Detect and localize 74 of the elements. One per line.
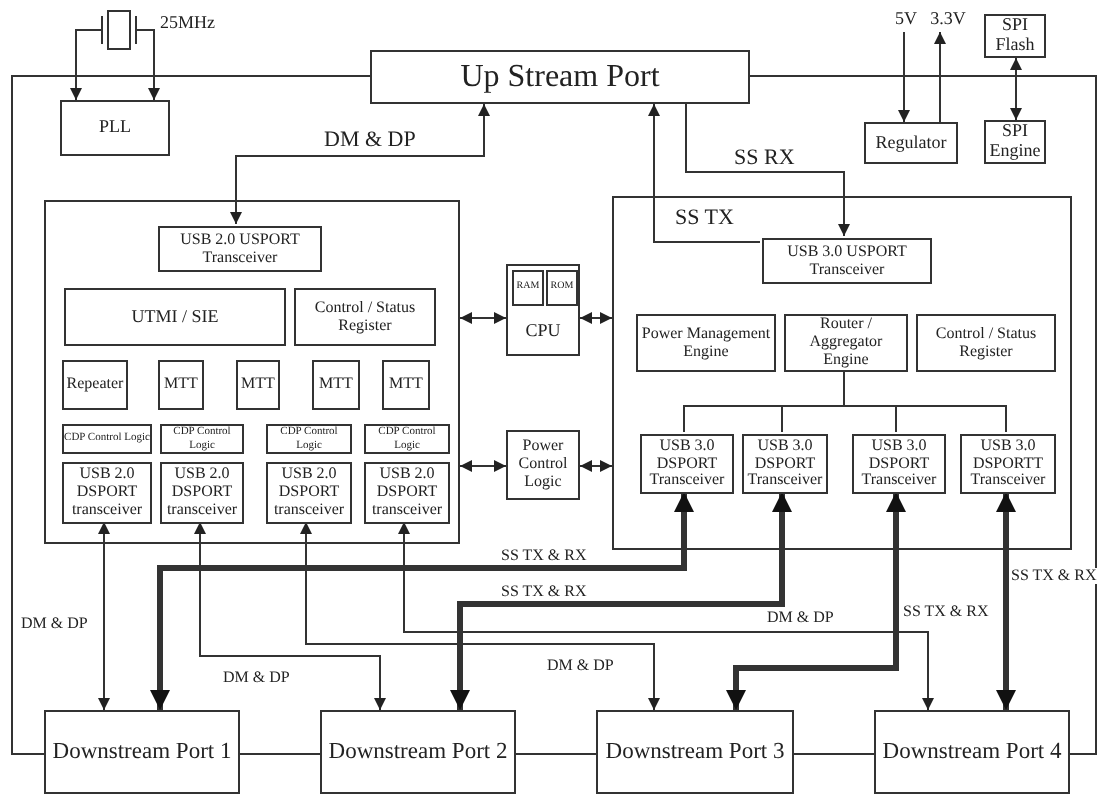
arrow xyxy=(98,521,110,711)
connector-line xyxy=(239,753,321,755)
process-box: Power Management Engine xyxy=(636,314,776,372)
arrow xyxy=(459,460,507,472)
process-box: USB 3.0 DSPORT Transceiver xyxy=(852,434,946,494)
process-box: Power Control Logic xyxy=(506,430,580,500)
arrow xyxy=(898,31,910,123)
port-box: Downstream Port 3 xyxy=(596,710,794,794)
arrow xyxy=(70,29,95,101)
process-box: Regulator xyxy=(864,122,958,164)
connector-line xyxy=(793,753,875,755)
voltage-label: 5V xyxy=(895,10,917,30)
process-box: USB 2.0 USPORT Transceiver xyxy=(158,226,322,272)
process-box: PLL xyxy=(60,100,170,156)
process-box: USB 2.0 DSPORT transceiver xyxy=(62,462,152,524)
connector-line xyxy=(843,369,1007,433)
arrow xyxy=(579,312,613,324)
frequency-label: 25MHz xyxy=(160,14,215,34)
arrow xyxy=(450,492,792,710)
edge-label: DM & DP xyxy=(545,657,616,675)
connector-line xyxy=(515,753,597,755)
edge-label: SS TX & RX xyxy=(901,603,991,621)
process-box: MTT xyxy=(158,360,204,410)
arrow xyxy=(726,492,906,710)
process-box: Repeater xyxy=(62,360,128,410)
arrow xyxy=(1010,57,1022,121)
arrow xyxy=(398,521,934,711)
arrow xyxy=(300,521,660,711)
edge-label: SS TX & RX xyxy=(1009,567,1099,585)
process-box: USB 2.0 DSPORT transceiver xyxy=(364,462,450,524)
port-box: Downstream Port 1 xyxy=(44,710,240,794)
arrow xyxy=(194,521,386,711)
process-box: USB 3.0 USPORT Transceiver xyxy=(762,238,932,284)
process-box: Control / Status Register xyxy=(916,314,1056,372)
port-box: Downstream Port 4 xyxy=(874,710,1070,794)
voltage-label: 3.3V xyxy=(930,10,966,30)
process-box: USB 2.0 DSPORT transceiver xyxy=(266,462,352,524)
process-box: Router / Aggregator Engine xyxy=(784,314,908,372)
edge-label: DM & DP xyxy=(19,615,90,633)
process-box: MTT xyxy=(236,360,280,410)
arrow xyxy=(579,460,613,472)
process-box: SPI Flash xyxy=(984,14,1046,58)
edge-label: SS RX xyxy=(732,146,797,171)
process-box: USB 3.0 DSPORT Transceiver xyxy=(640,434,734,494)
arrow xyxy=(934,31,946,123)
port-box: Up Stream Port xyxy=(370,50,750,104)
edge-label: DM & DP xyxy=(765,609,836,627)
cpu-box xyxy=(506,264,580,356)
process-box: MTT xyxy=(312,360,360,410)
arrow xyxy=(648,103,761,243)
process-box: USB 3.0 DSPORT Transceiver xyxy=(742,434,828,494)
connector-line xyxy=(749,75,1097,755)
box-label: CPU xyxy=(525,322,561,342)
block-box xyxy=(44,200,460,544)
edge-label: SS TX & RX xyxy=(499,583,589,601)
arrow xyxy=(996,492,1016,710)
arrow xyxy=(143,29,160,101)
edge-label: SS TX & RX xyxy=(499,547,589,565)
process-box: UTMI / SIE xyxy=(64,288,286,346)
arrow xyxy=(685,103,850,237)
arrow xyxy=(150,492,694,710)
port-box: Downstream Port 2 xyxy=(320,710,516,794)
process-box: SPI Engine xyxy=(984,120,1046,164)
connector-line xyxy=(11,75,371,755)
block-box xyxy=(612,196,1072,550)
edge-label: DM & DP xyxy=(322,128,418,153)
arrow xyxy=(230,103,490,225)
process-box: USB 2.0 DSPORT transceiver xyxy=(160,462,244,524)
process-box: USB 3.0 DSPORTT Transceiver xyxy=(960,434,1056,494)
process-box: MTT xyxy=(382,360,430,410)
edge-label: DM & DP xyxy=(221,669,292,687)
arrow xyxy=(459,312,507,324)
edge-label: SS TX xyxy=(673,206,736,231)
process-box: Control / Status Register xyxy=(294,288,436,346)
